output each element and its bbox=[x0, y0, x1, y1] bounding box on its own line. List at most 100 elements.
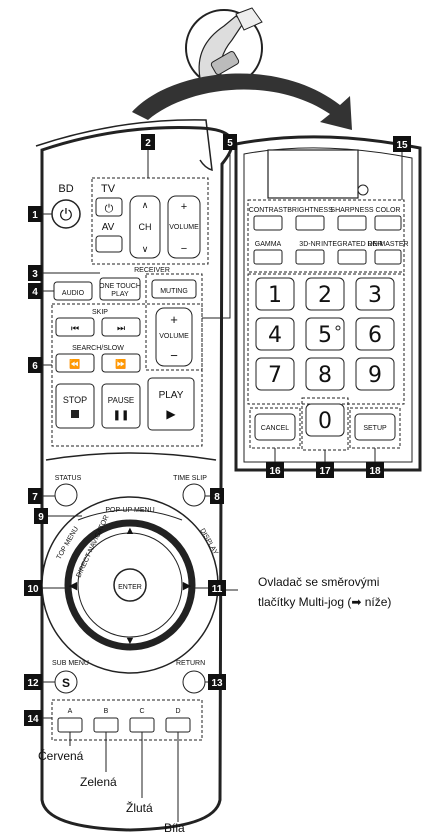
badge-10: 10 bbox=[24, 580, 42, 596]
sub-menu-s: S bbox=[62, 676, 70, 690]
svg-text:3: 3 bbox=[32, 269, 38, 280]
receiver-volume-rocker[interactable] bbox=[155, 307, 193, 367]
cancel-label: CANCEL bbox=[261, 425, 290, 432]
number-key-2[interactable]: 2 bbox=[305, 277, 345, 311]
status-button[interactable] bbox=[54, 483, 78, 507]
contrast-button[interactable] bbox=[253, 215, 283, 231]
color-button[interactable] bbox=[374, 215, 402, 231]
number-key-6-label: 6 bbox=[368, 323, 382, 348]
svg-text:11: 11 bbox=[212, 584, 223, 595]
skip-forward-button[interactable]: ⏭ bbox=[101, 317, 141, 337]
number-key-8[interactable]: 8 bbox=[305, 357, 345, 391]
color-button-c[interactable] bbox=[129, 717, 155, 733]
pause-icon: ❚❚ bbox=[113, 410, 130, 421]
audio-label: AUDIO bbox=[62, 290, 85, 297]
muting-button[interactable]: MUTING bbox=[151, 279, 197, 299]
badge-4: 4 bbox=[28, 283, 42, 299]
pause-button[interactable]: PAUSE ❚❚ bbox=[101, 383, 141, 429]
3dnr-button[interactable] bbox=[295, 249, 325, 265]
badge-14: 14 bbox=[24, 710, 42, 726]
svg-text:17: 17 bbox=[319, 466, 331, 477]
ch-rocker[interactable] bbox=[129, 195, 161, 259]
enter-button[interactable]: ENTER bbox=[113, 568, 147, 602]
svg-text:15: 15 bbox=[396, 140, 408, 151]
bd-power-button[interactable]: ⏻ bbox=[51, 199, 81, 229]
color-button-b-label: B bbox=[104, 708, 109, 715]
number-key-1[interactable]: 1 bbox=[255, 277, 295, 311]
popup-menu-label: POP-UP MENU bbox=[105, 507, 154, 514]
color-button-a[interactable] bbox=[57, 717, 83, 733]
skip-back-button[interactable]: ⏮ bbox=[55, 317, 95, 337]
color-name-yellow: Žlutá bbox=[126, 800, 153, 815]
svg-text:10: 10 bbox=[27, 584, 39, 595]
status-label: STATUS bbox=[55, 475, 82, 482]
picture-label-integrated-dnr: INTEGRATED DNR bbox=[321, 241, 383, 248]
return-button[interactable] bbox=[182, 670, 206, 694]
av-button[interactable] bbox=[95, 235, 123, 253]
number-key-0[interactable]: 0 bbox=[305, 403, 345, 437]
color-button-d[interactable] bbox=[165, 717, 191, 733]
picture-label-brightness: BRIGHTNESS bbox=[287, 207, 333, 214]
remaster-button[interactable] bbox=[374, 249, 402, 265]
number-key-6[interactable]: 6 bbox=[355, 317, 395, 351]
sub-menu-button[interactable]: S bbox=[54, 670, 78, 694]
right-arrow-icon[interactable]: ▶ bbox=[183, 580, 192, 592]
brightness-button[interactable] bbox=[295, 215, 325, 231]
picture-controls-group-box bbox=[247, 199, 405, 273]
tv-volume-rocker[interactable] bbox=[167, 195, 201, 259]
tv-power-button[interactable]: ⏻ bbox=[95, 197, 123, 217]
picture-label-remaster: RE-MASTER bbox=[367, 241, 408, 248]
badge-15: 15 bbox=[393, 136, 411, 152]
number-key-5[interactable]: 5 bbox=[305, 317, 345, 351]
color-button-a-label: A bbox=[68, 708, 73, 715]
badge-8: 8 bbox=[210, 488, 224, 504]
tv-volume-label: VOLUME bbox=[169, 224, 199, 231]
number-key-7[interactable]: 7 bbox=[255, 357, 295, 391]
svg-text:12: 12 bbox=[27, 678, 39, 689]
callout-line2: tlačítky Multi-jog (➡ níže) bbox=[258, 595, 391, 609]
sharpness-button[interactable] bbox=[337, 215, 367, 231]
time-slip-button[interactable] bbox=[182, 483, 206, 507]
picture-label-sharpness: SHARPNESS bbox=[330, 207, 374, 214]
integrated-dnr-button[interactable] bbox=[337, 249, 367, 265]
receiver-volume-minus-icon: − bbox=[170, 348, 178, 363]
audio-button[interactable]: AUDIO bbox=[53, 281, 93, 301]
color-button-group-box bbox=[51, 699, 203, 741]
tv-volume-minus-icon: − bbox=[181, 243, 187, 255]
search-slow-label: SEARCH/SLOW bbox=[72, 345, 124, 352]
picture-label-contrast: CONTRAST bbox=[249, 207, 288, 214]
play-button[interactable]: PLAY ▶ bbox=[147, 377, 195, 431]
color-name-green: Zelená bbox=[80, 775, 117, 789]
stop-label: STOP bbox=[63, 395, 87, 405]
skip-back-icon: ⏮ bbox=[71, 323, 79, 333]
number-key-3[interactable]: 3 bbox=[355, 277, 395, 311]
down-arrow-icon[interactable]: ▼ bbox=[125, 635, 136, 647]
cancel-button[interactable]: CANCEL bbox=[254, 413, 296, 441]
badge-7: 7 bbox=[28, 488, 42, 504]
svg-text:6: 6 bbox=[32, 361, 38, 372]
number-key-4[interactable]: 4 bbox=[255, 317, 295, 351]
svg-text:16: 16 bbox=[269, 466, 281, 477]
badge-2: 2 bbox=[141, 134, 155, 150]
number-key-9[interactable]: 9 bbox=[355, 357, 395, 391]
gamma-button[interactable] bbox=[253, 249, 283, 265]
sub-menu-label: SUB MENU bbox=[52, 660, 89, 667]
badge-17: 17 bbox=[316, 462, 334, 478]
one-touch-play-button[interactable]: ONE TOUCH PLAY bbox=[99, 277, 141, 301]
svg-text:7: 7 bbox=[32, 492, 38, 503]
fast-forward-button[interactable]: ⏩ bbox=[101, 353, 141, 373]
rewind-button[interactable]: ⏪ bbox=[55, 353, 95, 373]
stop-button[interactable]: STOP bbox=[55, 383, 95, 429]
setup-button[interactable]: SETUP bbox=[354, 413, 396, 441]
up-arrow-icon[interactable]: ▲ bbox=[125, 525, 136, 537]
color-button-b[interactable] bbox=[93, 717, 119, 733]
badge-11: 11 bbox=[208, 580, 226, 596]
one-touch-play-label1: ONE TOUCH bbox=[99, 283, 141, 290]
play-label: PLAY bbox=[159, 390, 184, 401]
badge-13: 13 bbox=[208, 674, 226, 690]
setup-label: SETUP bbox=[363, 425, 387, 432]
number-key-7-label: 7 bbox=[268, 363, 282, 388]
left-arrow-icon[interactable]: ◀ bbox=[69, 580, 78, 592]
playback-group-box bbox=[51, 303, 203, 447]
svg-text:8: 8 bbox=[214, 492, 220, 503]
